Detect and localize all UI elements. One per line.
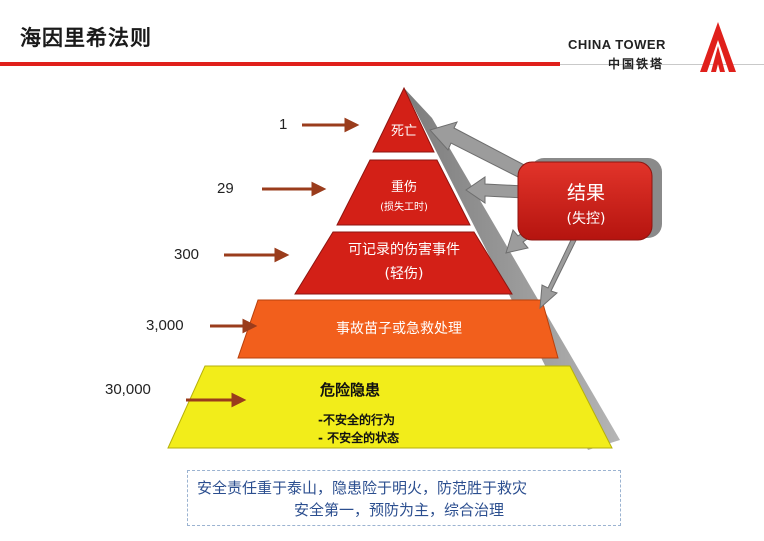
count-level-4: 3,000 bbox=[146, 317, 184, 334]
result-title: 结果 bbox=[566, 182, 605, 204]
china-tower-logo-icon bbox=[700, 22, 736, 72]
header-red-bar bbox=[0, 62, 560, 66]
count-level-3: 300 bbox=[174, 246, 200, 263]
header-gray-line bbox=[560, 64, 764, 65]
page-title: 海因里希法则 bbox=[20, 26, 152, 50]
tier-3-sublabel: (轻伤) bbox=[384, 266, 424, 282]
slogan-line-2: 安全第一，预防为主，综合治理 bbox=[294, 501, 505, 519]
tier-3-label: 可记录的伤害事件 bbox=[348, 242, 460, 258]
slogan-line-1: 安全责任重于泰山，隐患险于明火，防范胜于救灾 bbox=[197, 479, 528, 497]
logo-text-cn: 中国铁塔 bbox=[608, 57, 665, 71]
tier-2-label: 重伤 bbox=[390, 180, 417, 195]
tier-5-shape bbox=[167, 365, 613, 449]
tier-2-sublabel: (损失工时) bbox=[380, 202, 428, 213]
result-subtitle: (失控) bbox=[566, 211, 606, 227]
count-level-2: 29 bbox=[217, 180, 234, 197]
count-level-5: 30,000 bbox=[105, 381, 151, 398]
tier-5-label: 危险隐患 bbox=[320, 381, 381, 399]
tier-1-shape bbox=[372, 86, 435, 153]
count-level-1: 1 bbox=[279, 116, 288, 133]
tier-2-shape bbox=[336, 159, 471, 226]
result-box bbox=[517, 158, 662, 241]
count-arrows bbox=[186, 117, 360, 408]
tier-4-label: 事故苗子或急救处理 bbox=[336, 321, 462, 337]
tier-3-shape bbox=[294, 231, 513, 295]
pyramid-diagram bbox=[167, 86, 662, 450]
tier-5-bullet-2: - 不安全的状态 bbox=[318, 431, 400, 445]
tier-1-label: 死亡 bbox=[390, 124, 417, 139]
tier-4-shape bbox=[237, 299, 559, 359]
pyramid-side-face bbox=[404, 88, 620, 450]
tier-5-bullet-1: -不安全的行为 bbox=[318, 413, 395, 427]
logo-text-en: CHINA TOWER bbox=[568, 37, 666, 52]
slogan-box bbox=[187, 470, 621, 526]
